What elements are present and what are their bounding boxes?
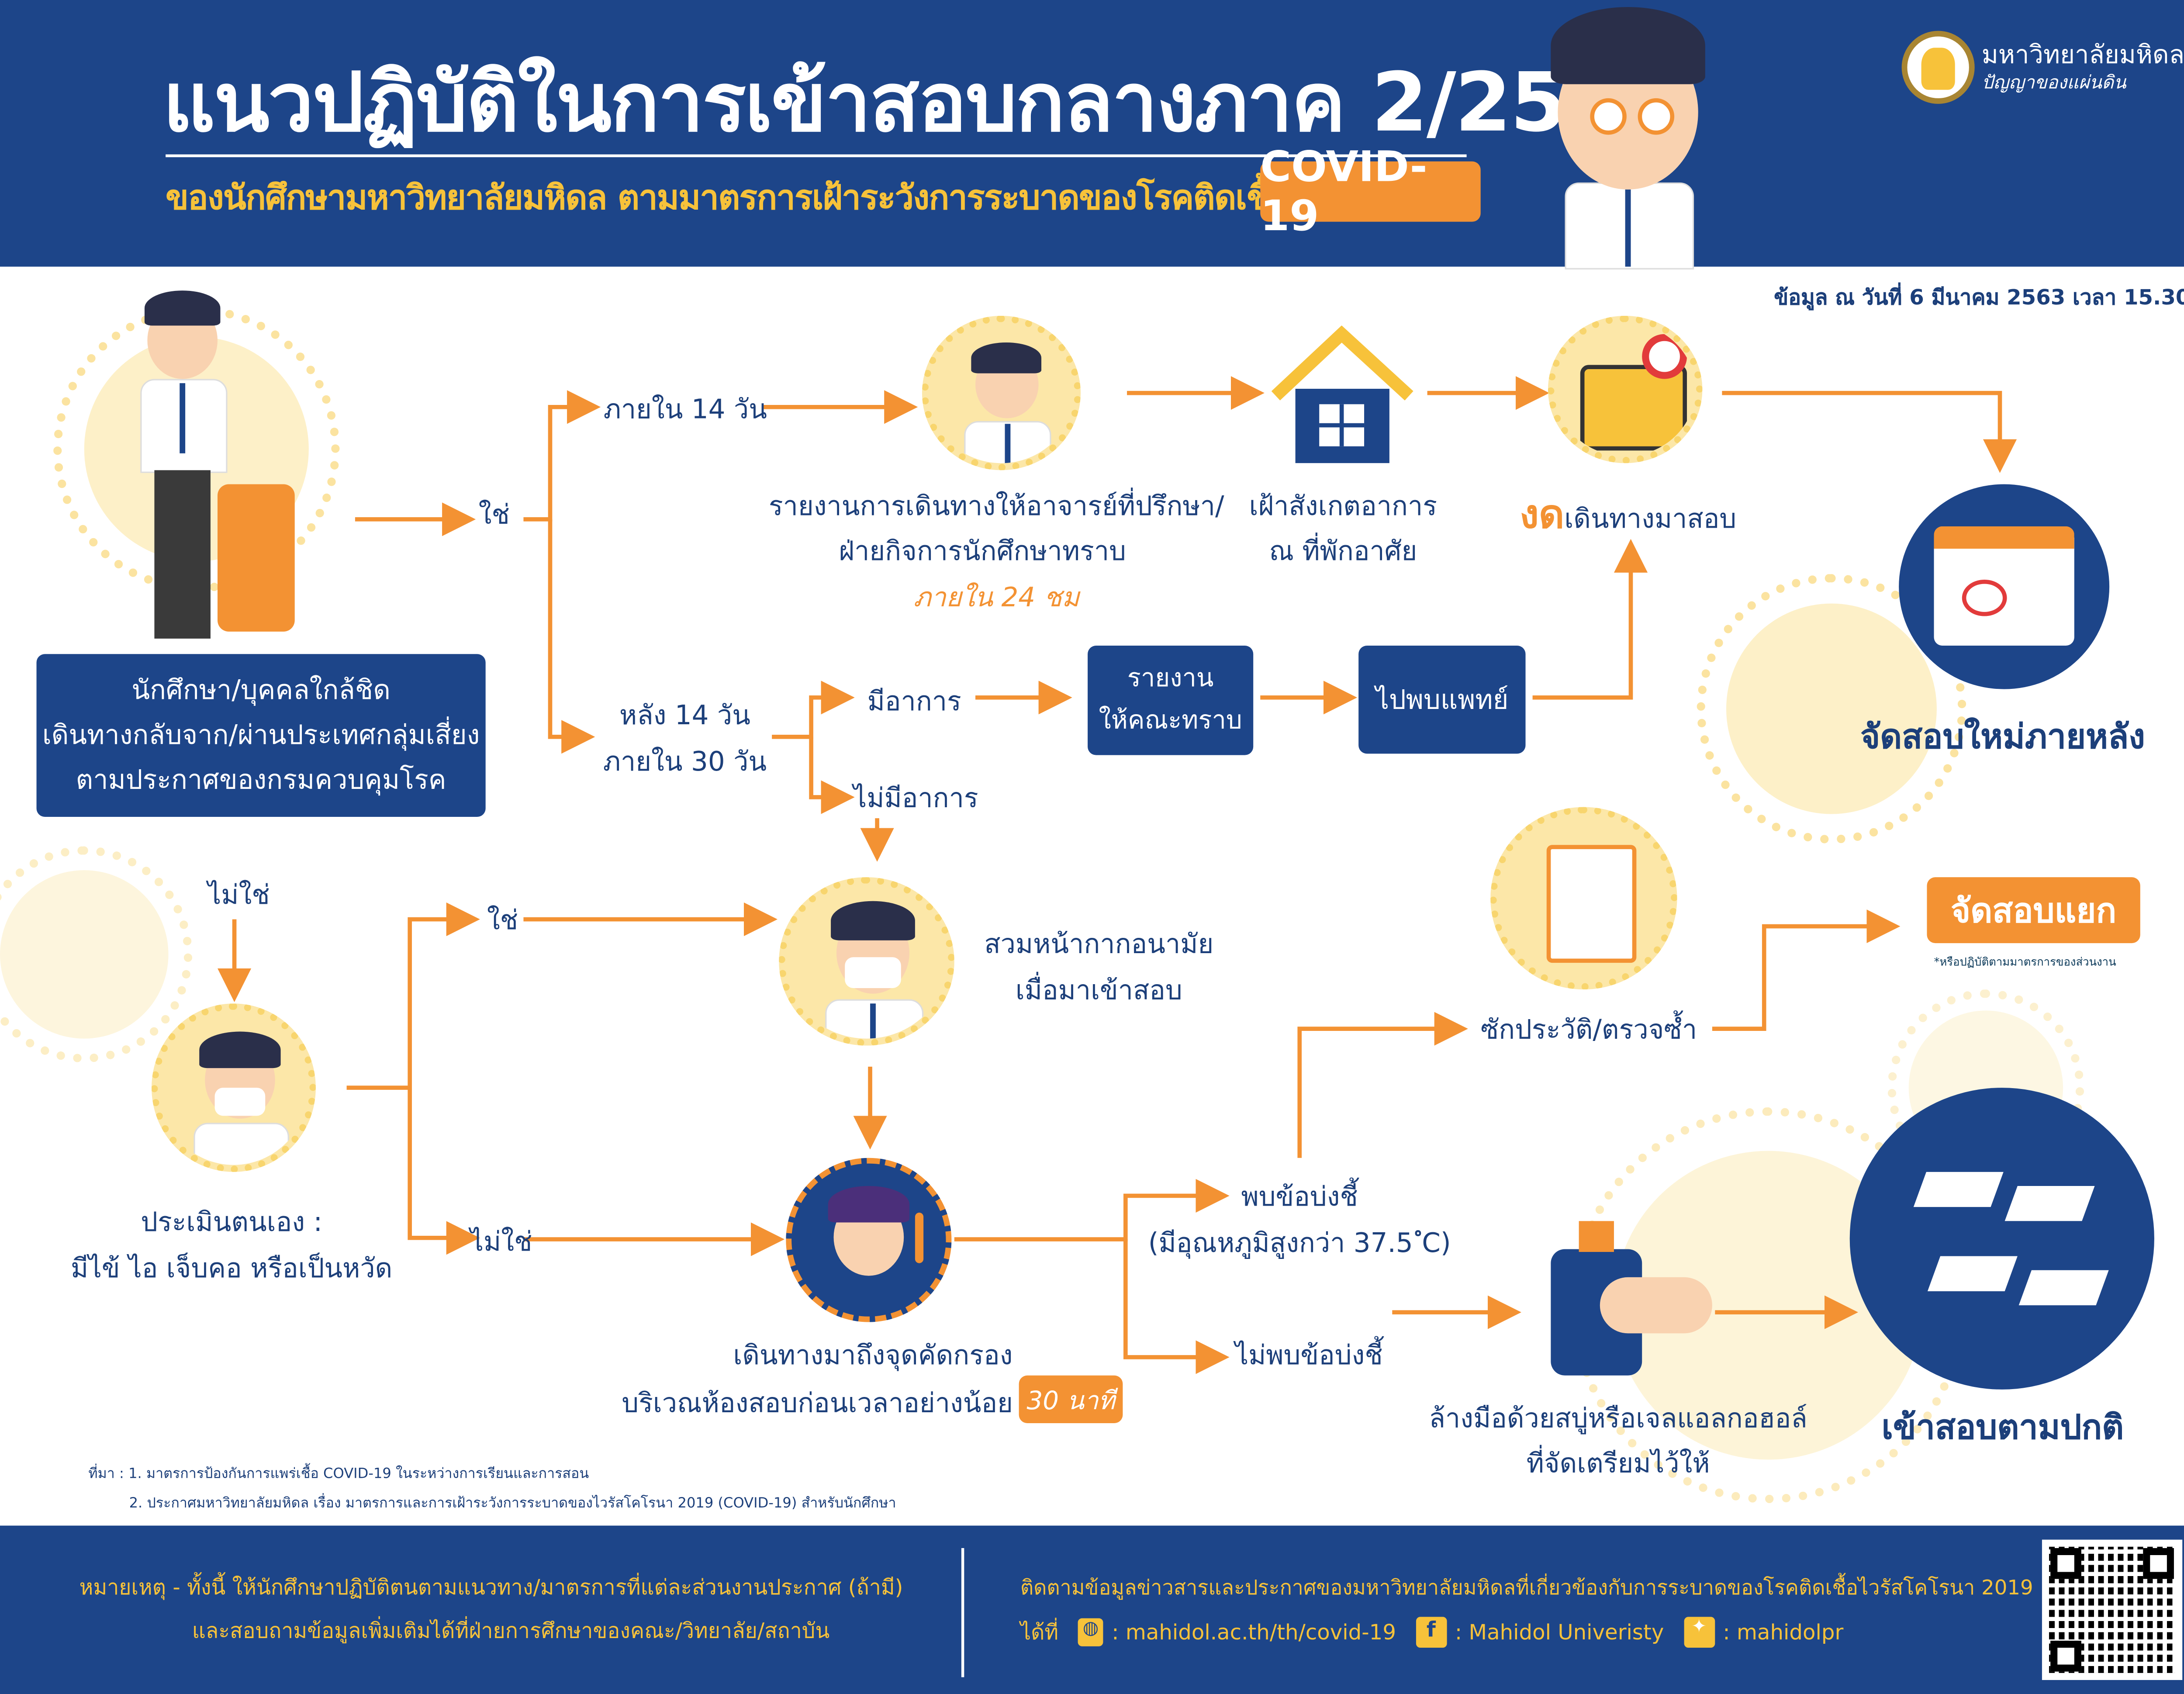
checklist-icon <box>1490 807 1677 990</box>
hand-sanitizer-icon <box>1523 1214 1712 1383</box>
report-faculty-line: รายงาน <box>1127 664 1214 694</box>
wear-mask-text: สวมหน้ากากอนามัย <box>984 929 1214 960</box>
arrow <box>954 1179 1230 1241</box>
arrow <box>1297 1012 1468 1158</box>
bus-prohibited-icon <box>1548 315 1703 463</box>
arrow <box>809 736 855 814</box>
start-line: เดินทางกลับจาก/ผ่านประเทศกลุ่มเสี่ยง <box>42 720 480 751</box>
traveler-illustration <box>133 288 302 639</box>
wash-hands-text: ที่จัดเตรียมไว้ให้ <box>1526 1448 1710 1480</box>
after-14-days: หลัง 14 วัน <box>619 700 750 731</box>
self-assess-text: มีไข้ ไอ เจ็บคอ หรือเป็นหวัด <box>70 1253 393 1284</box>
screening-time-badge: 30 นาที <box>1019 1375 1123 1423</box>
no-travel-prefix: งด <box>1520 491 1565 538</box>
page-title: แนวปฏิบัติในการเข้าสอบกลางภาค 2/2562 <box>162 55 1677 150</box>
not-found-text: ไม่พบข้อบ่งชี้ <box>1235 1340 1383 1372</box>
globe-icon: ◍ <box>1078 1618 1104 1646</box>
label-no-symptoms: ไม่มีอาการ <box>853 783 978 814</box>
arrow <box>548 519 595 754</box>
header-banner <box>0 0 2184 267</box>
found-indicator-text: พบข้อบ่งชี้ <box>1241 1182 1358 1213</box>
self-assess-text: ประเมินตนเอง : <box>141 1207 323 1238</box>
facebook-link[interactable]: : Mahidol Univeristy <box>1455 1619 1664 1645</box>
facebook-icon: f <box>1415 1617 1447 1648</box>
label-within-14-days: ภายใน 14 วัน <box>603 394 767 425</box>
arrow <box>1712 909 1901 1031</box>
arrow <box>1532 539 1648 700</box>
history-check-text: ซักประวัติ/ตรวจซ้ำ <box>1480 1014 1697 1046</box>
footer-divider <box>961 1548 964 1677</box>
student-mascot-illustration <box>1509 0 1719 270</box>
arrow <box>1123 1239 1230 1374</box>
found-indicator-text: (มีอุณหภูมิสูงกว่า 37.5 ํC) <box>1148 1228 1451 1259</box>
reschedule-text: จัดสอบใหม่ภายหลัง <box>1860 717 2145 757</box>
footer-at: ได้ที่ <box>1020 1619 1059 1645</box>
no-travel-suffix: เดินทางมาสอบ <box>1564 504 1737 535</box>
separate-exam-note: *หรือปฏิบัติตามมาตรการของส่วนงาน <box>1934 956 2116 968</box>
arrow <box>408 1088 480 1255</box>
arrow <box>772 681 855 739</box>
footer-banner <box>0 1525 2184 1694</box>
as-of-timestamp: ข้อมูล ณ วันที่ 6 มีนาคม 2563 เวลา 15.30… <box>1774 285 2184 311</box>
twitter-link[interactable]: : mahidolpr <box>1723 1619 1844 1645</box>
arrow <box>346 902 480 1090</box>
exam-room-icon <box>1849 1088 2154 1390</box>
within-24h-text: ภายใน 24 ชม <box>913 582 1080 614</box>
footer-follow-text: ติดตามข้อมูลข่าวสารและประกาศของมหาวิทยาล… <box>1020 1577 2033 1600</box>
arrow <box>1722 391 2017 473</box>
source-1: ที่มา : 1. มาตรการป้องกันการแพร่เชื้อ CO… <box>88 1466 589 1482</box>
see-doctor-label: ไปพบแพทย์ <box>1375 684 1509 716</box>
observe-text: ณ ที่พักอาศัย <box>1269 536 1417 567</box>
report-advisor-text: ฝ่ายกิจการนักศึกษาทราบ <box>839 536 1126 567</box>
start-condition-box: นักศึกษา/บุคคลใกล้ชิด เดินทางกลับจาก/ผ่า… <box>36 654 486 817</box>
report-faculty-line: ให้คณะทราบ <box>1099 706 1242 736</box>
house-icon <box>1270 325 1415 463</box>
qr-code[interactable] <box>2042 1539 2183 1680</box>
source-2: 2. ประกาศมหาวิทยาลัยมหิดล เรื่อง มาตรการ… <box>129 1496 896 1512</box>
label-no: ไม่ใช่ <box>207 880 270 911</box>
logo-name: มหาวิทยาลัยมหิดล <box>1981 41 2184 70</box>
wear-mask-text: เมื่อมาเข้าสอบ <box>1015 975 1182 1006</box>
temperature-screening-icon <box>786 1158 952 1322</box>
phone-report-icon <box>922 315 1081 470</box>
no-travel-text: งดเดินทางมาสอบ <box>1520 484 1736 546</box>
screening-text: เดินทางมาถึงจุดคัดกรอง <box>733 1340 1013 1372</box>
self-assess-icon <box>152 1003 316 1172</box>
label-no-2: ไม่ใช่ <box>470 1227 532 1258</box>
logo-slogan: ปัญญาของแผ่นดิน <box>1981 73 2126 94</box>
within-30-days: ภายใน 30 วัน <box>603 747 767 778</box>
face-mask-icon <box>779 877 954 1046</box>
wash-hands-text: ล้างมือด้วยสบู่หรือเจลแอลกอฮอล์ <box>1429 1404 1807 1435</box>
label-yes-2: ใช่ <box>487 905 518 937</box>
footer-links: ได้ที่ ◍ : mahidol.ac.th/th/covid-19 f :… <box>1020 1615 1843 1649</box>
label-yes: ใช่ <box>478 499 510 531</box>
see-doctor-box: ไปพบแพทย์ <box>1358 645 1526 754</box>
start-line: นักศึกษา/บุคคลใกล้ชิด <box>131 675 390 706</box>
twitter-icon: ✦ <box>1683 1617 1715 1648</box>
footer-note: หมายเหตุ - ทั้งนี้ ให้นักศึกษาปฏิบัติตนต… <box>79 1574 903 1600</box>
observe-text: เฝ้าสังเกตอาการ <box>1249 491 1438 522</box>
page-subtitle: ของนักศึกษามหาวิทยาลัยมหิดล ตามมาตรการเฝ… <box>166 178 1289 218</box>
arrow <box>523 390 601 522</box>
footer-note: และสอบถามข้อมูลเพิ่มเติมได้ที่ฝ่ายการศึก… <box>192 1618 830 1644</box>
screening-text: บริเวณห้องสอบก่อนเวลาอย่างน้อย <box>622 1388 1013 1419</box>
label-symptoms: มีอาการ <box>867 686 961 717</box>
start-line: ตามประกาศของกรมควบคุมโรค <box>76 765 446 796</box>
website-link[interactable]: : mahidol.ac.th/th/covid-19 <box>1112 1619 1396 1645</box>
separate-exam-badge: จัดสอบแยก <box>1927 877 2140 944</box>
report-faculty-box: รายงาน ให้คณะทราบ <box>1088 645 1254 755</box>
title-divider <box>166 154 1467 157</box>
report-advisor-text: รายงานการเดินทางให้อาจารย์ที่ปรึกษา/ <box>768 491 1224 522</box>
calendar-icon <box>1899 484 2110 689</box>
normal-exam-text: เข้าสอบตามปกติ <box>1881 1407 2124 1447</box>
